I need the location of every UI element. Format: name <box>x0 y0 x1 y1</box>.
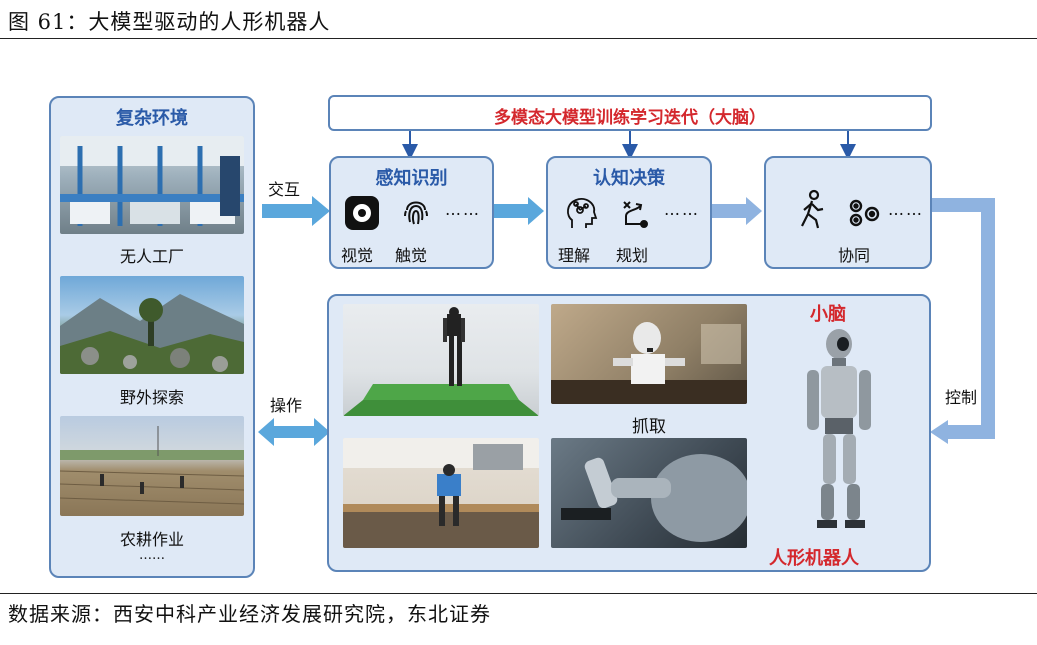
wild-photo <box>60 276 244 374</box>
arrow-cognition-collab <box>710 197 762 225</box>
fingerprint-icon <box>399 196 433 230</box>
grabbing-robot-photo <box>551 304 747 404</box>
interact-label: 交互 <box>268 180 301 199</box>
interact-arrow <box>262 196 330 226</box>
farm-photo <box>60 416 244 516</box>
cerebellum-label: 小脑 <box>810 304 846 325</box>
left-ellipsis: …… <box>139 548 165 563</box>
touch-label: 触觉 <box>395 246 428 265</box>
cognition-title: 认知决策 <box>593 168 665 189</box>
route-icon <box>618 196 652 230</box>
perception-dots: …… <box>445 200 481 219</box>
plan-label: 规划 <box>616 246 649 265</box>
top-bar-title: 多模态大模型训练学习迭代（大脑） <box>494 108 766 128</box>
factory-caption: 无人工厂 <box>119 247 184 266</box>
operate-arrow <box>258 418 330 446</box>
factory-illustration <box>60 136 244 226</box>
cognition-dots: …… <box>664 200 700 219</box>
operate-label: 操作 <box>270 396 303 415</box>
collab-module: …… 协同 <box>764 156 932 269</box>
factory-photo <box>60 136 244 234</box>
brain-head-icon <box>562 194 600 232</box>
grab-caption: 抓取 <box>632 417 666 437</box>
environment-panel: 复杂环境 无人工厂 野外探索 <box>49 96 255 578</box>
source-rule <box>0 593 1037 594</box>
control-path <box>932 198 995 439</box>
mountain-illustration <box>60 294 244 374</box>
walking-person-icon <box>796 189 828 230</box>
robot-hand-photo <box>551 438 747 548</box>
farm-caption: 农耕作业 <box>119 530 184 549</box>
top-bar: 多模态大模型训练学习迭代（大脑） <box>328 95 932 131</box>
perception-module: 感知识别 …… 视觉 触觉 <box>329 156 494 269</box>
collab-label: 协同 <box>838 246 871 265</box>
collab-dots: …… <box>888 200 924 219</box>
cognition-module: 认知决策 …… 理解 规划 <box>546 156 712 269</box>
arrow-perception-cognition <box>493 197 544 225</box>
wild-caption: 野外探索 <box>119 388 184 407</box>
title-rule <box>0 38 1037 39</box>
camera-icon <box>345 196 379 230</box>
vision-label: 视觉 <box>341 246 374 265</box>
farm-illustration <box>60 426 244 505</box>
robot-panel: 抓取 小脑 <box>327 294 931 572</box>
source-note: 数据来源：西安中科产业经济发展研究院，东北证券 <box>8 602 491 626</box>
gears-icon <box>846 196 886 228</box>
control-label: 控制 <box>945 388 978 407</box>
humanoid-robot-figure <box>799 326 879 532</box>
figure-title: 图 61：大模型驱动的人形机器人 <box>8 10 331 34</box>
walking-robot-photo <box>343 304 539 416</box>
control-arrowhead <box>930 420 948 444</box>
perception-title: 感知识别 <box>375 168 448 189</box>
environment-title: 复杂环境 <box>116 108 188 129</box>
humanoid-label: 人形机器人 <box>769 548 859 569</box>
kitchen-robot-photo <box>343 438 539 548</box>
understand-label: 理解 <box>558 246 591 265</box>
